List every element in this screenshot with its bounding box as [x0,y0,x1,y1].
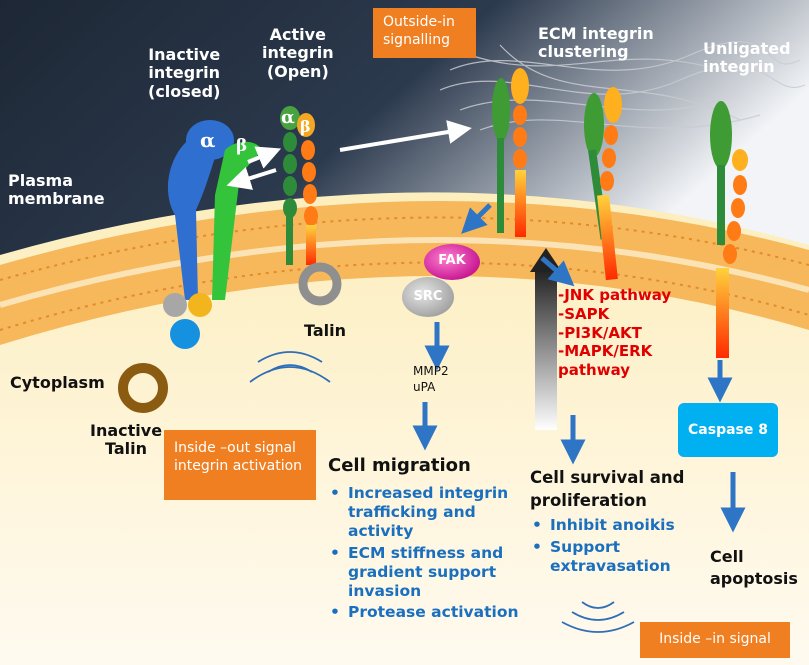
migration-item-1-line2: trafficking and [348,502,476,521]
pathway-mapk-erk: -MAPK/ERK [558,342,653,361]
cell-apoptosis-line1: Cell [710,547,744,566]
migration-item-1-line3: activity [348,521,414,540]
src-label: SRC [413,289,443,304]
cell-apoptosis-line2: apoptosis [710,569,798,589]
outside-in-box: Outside-in signalling [373,8,476,58]
ecm-clustering-line1: ECM integrin [538,24,654,43]
cell-migration-list: Increased integrin trafficking and activ… [328,484,528,625]
pathway-jnk: -JNK pathway [558,286,672,304]
unligated-integrin-label: Unligated integrin [703,39,791,77]
active-alpha-label: α [281,107,295,128]
cell-survival-heading: Cell survival and proliferation [530,466,684,512]
pathway-pi3k-akt: -PI3K/AKT [558,323,642,342]
ecm-clustering-line2: clustering [538,42,629,62]
inactive-integrin-label: Inactive integrin (closed) [148,45,221,101]
outside-in-line1: Outside-in [383,14,455,30]
migration-item-2-line2: gradient support [348,562,497,581]
pathway-word: pathway [558,361,631,379]
protease-labels: MMP2 uPA [413,364,449,395]
inside-out-line2: integrin activation [174,457,303,474]
ecm-clustering-label: ECM integrin clustering [538,24,654,62]
inside-out-line1: Inside –out signal [174,440,296,456]
pathway-sapk: -SAPK [558,304,610,323]
active-beta-label: β [300,117,311,136]
active-integrin-label: Active integrin (Open) [262,25,334,81]
cell-survival-list: Inhibit anoikis Support extravasation [530,516,710,579]
beta-subunit-label: β [236,136,248,156]
inactive-talin-line1: Inactive [90,421,163,440]
unligated-line1: Unligated [703,39,791,58]
survival-item-support-extravasation: Support extravasation [530,538,710,576]
talin-label: Talin [304,321,347,340]
migration-item-integrin-trafficking: Increased integrin trafficking and activ… [328,484,528,541]
signalling-pathways-list: -JNK pathway -SAPK -PI3K/AKT -MAPK/ERK p… [558,286,671,380]
migration-item-2-line1: ECM stiffness and [348,543,504,562]
outside-in-line2: signalling [383,31,450,48]
survival-item-2-line1: Support [550,537,621,556]
inside-out-box: Inside –out signal integrin activation [164,430,316,500]
active-integrin-line3: (Open) [266,61,329,81]
cytoplasm-label: Cytoplasm [10,373,105,392]
active-integrin-line1: Active [269,25,326,44]
plasma-membrane-line1: Plasma [8,171,73,190]
migration-item-1-line1: Increased integrin [348,484,509,502]
cell-migration-heading: Cell migration [328,455,471,476]
inactive-integrin-line3: (closed) [148,81,221,101]
survival-item-1-line1: Inhibit anoikis [550,516,675,534]
migration-item-ecm-stiffness: ECM stiffness and gradient support invas… [328,544,528,601]
survival-item-inhibit-anoikis: Inhibit anoikis [530,516,710,535]
active-integrin-line2: integrin [262,43,334,63]
inactive-integrin-line1: Inactive [148,45,221,64]
inactive-talin-label: Inactive Talin [90,421,163,459]
caspase-8-box: Caspase 8 [678,403,778,457]
plasma-membrane-label: Plasma membrane [8,171,105,209]
upa-label: uPA [413,379,436,394]
inside-in-box: Inside –in signal [640,622,790,658]
migration-item-3-line1: Protease activation [348,603,519,622]
survival-item-2-line2: extravasation [550,556,671,575]
inactive-integrin-line2: integrin [148,63,220,83]
migration-item-protease-activation: Protease activation [328,603,528,622]
plasma-membrane-line2: membrane [8,189,105,209]
fak-label: FAK [438,253,466,268]
cell-apoptosis-label: Cell apoptosis [710,546,798,591]
alpha-subunit-label: α [200,128,216,152]
cell-survival-line2: proliferation [530,491,647,511]
mmp2-label: MMP2 [413,364,449,378]
inactive-talin-line2: Talin [105,439,148,459]
migration-item-2-line3: invasion [348,581,422,600]
cell-survival-line1: Cell survival and [530,468,685,487]
unligated-line2: integrin [703,57,775,77]
